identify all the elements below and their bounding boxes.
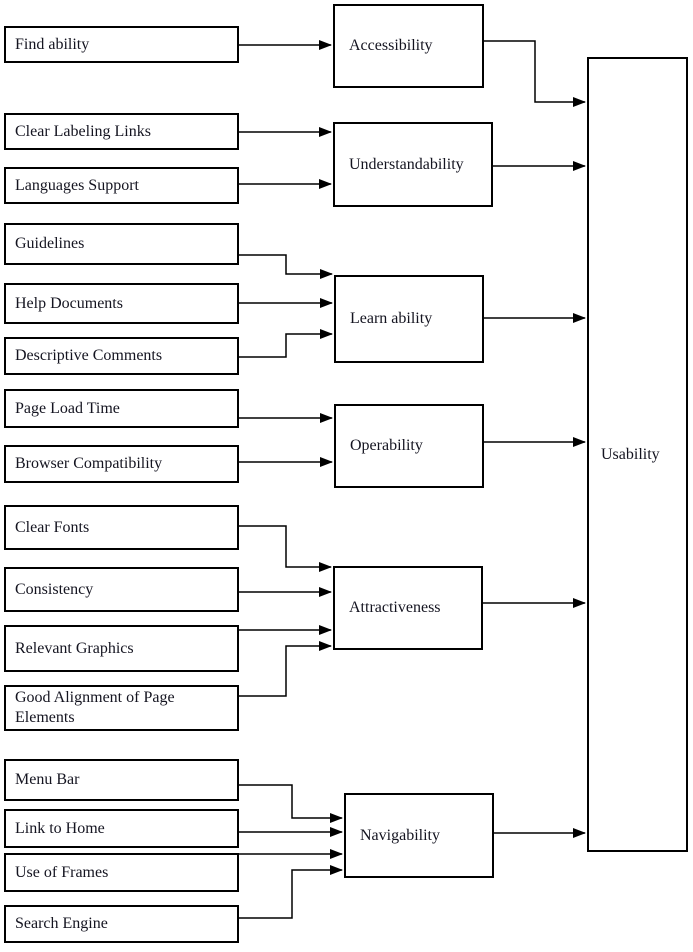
attribute-box-clear-fonts: Clear Fonts [4,505,239,550]
attribute-label: Relevant Graphics [15,639,134,657]
attribute-label: Clear Fonts [15,518,90,536]
attribute-label: Find ability [15,35,90,53]
factor-box-navigability: Navigability [344,793,494,878]
attribute-box-use-of-frames: Use of Frames [4,853,239,892]
attribute-box-descriptive-comments: Descriptive Comments [4,337,239,375]
arrow-descriptive-comments-to-learn-ability [238,329,333,358]
arrow-guidelines-to-learn-ability [238,254,333,279]
attribute-label: Help Documents [15,294,123,312]
attribute-label: Use of Frames [15,863,109,881]
attribute-label: Search Engine [15,915,108,933]
attribute-box-guidelines: Guidelines [4,223,239,265]
attribute-box-languages-support: Languages Support [4,167,239,204]
factor-label: Navigability [360,826,440,844]
factor-box-learn-ability: Learn ability [334,275,484,363]
attribute-label: Page Load Time [15,399,120,417]
arrow-good-alignment-to-attractiveness [238,641,332,697]
attribute-label: Descriptive Comments [15,347,163,365]
attribute-box-help-documents: Help Documents [4,283,239,324]
attribute-box-find-ability: Find ability [4,26,239,63]
attribute-box-menu-bar: Menu Bar [4,759,239,801]
factor-label: Accessibility [349,37,433,55]
attribute-box-relevant-graphics: Relevant Graphics [4,625,239,672]
factor-label: Understandability [349,155,464,173]
attribute-box-good-alignment-of-page-elements: Good Alignment of Page Elements [4,685,239,731]
attribute-label: Languages Support [15,176,139,194]
arrow-search-engine-to-navigability [238,865,343,919]
attribute-box-clear-labeling-links: Clear Labeling Links [4,113,239,150]
factor-box-accessibility: Accessibility [333,4,484,88]
attribute-box-search-engine: Search Engine [4,905,239,943]
attribute-box-browser-compatibility: Browser Compatibility [4,445,239,483]
arrow-accessibility-to-usability [484,40,586,107]
attribute-box-link-to-home: Link to Home [4,809,239,848]
arrow-menu-bar-to-navigability [238,784,343,823]
attribute-box-consistency: Consistency [4,567,239,612]
arrow-clear-fonts-to-attractiveness [238,525,332,572]
attribute-label: Menu Bar [15,771,80,789]
attribute-label: Good Alignment of Page Elements [15,689,175,726]
factor-box-understandability: Understandability [333,122,493,207]
factor-label: Attractiveness [349,599,441,617]
root-label: Usability [601,445,660,463]
attribute-label: Browser Compatibility [15,455,163,473]
attribute-label: Guidelines [15,235,85,253]
attribute-label: Consistency [15,580,94,598]
root-box-usability: Usability [587,57,688,852]
factor-label: Operability [350,437,423,455]
attribute-label: Link to Home [15,819,105,837]
attribute-label: Clear Labeling Links [15,122,151,140]
attribute-box-page-load-time: Page Load Time [4,389,239,428]
factor-box-attractiveness: Attractiveness [333,566,483,650]
factor-box-operability: Operability [334,404,484,488]
factor-label: Learn ability [350,310,433,328]
